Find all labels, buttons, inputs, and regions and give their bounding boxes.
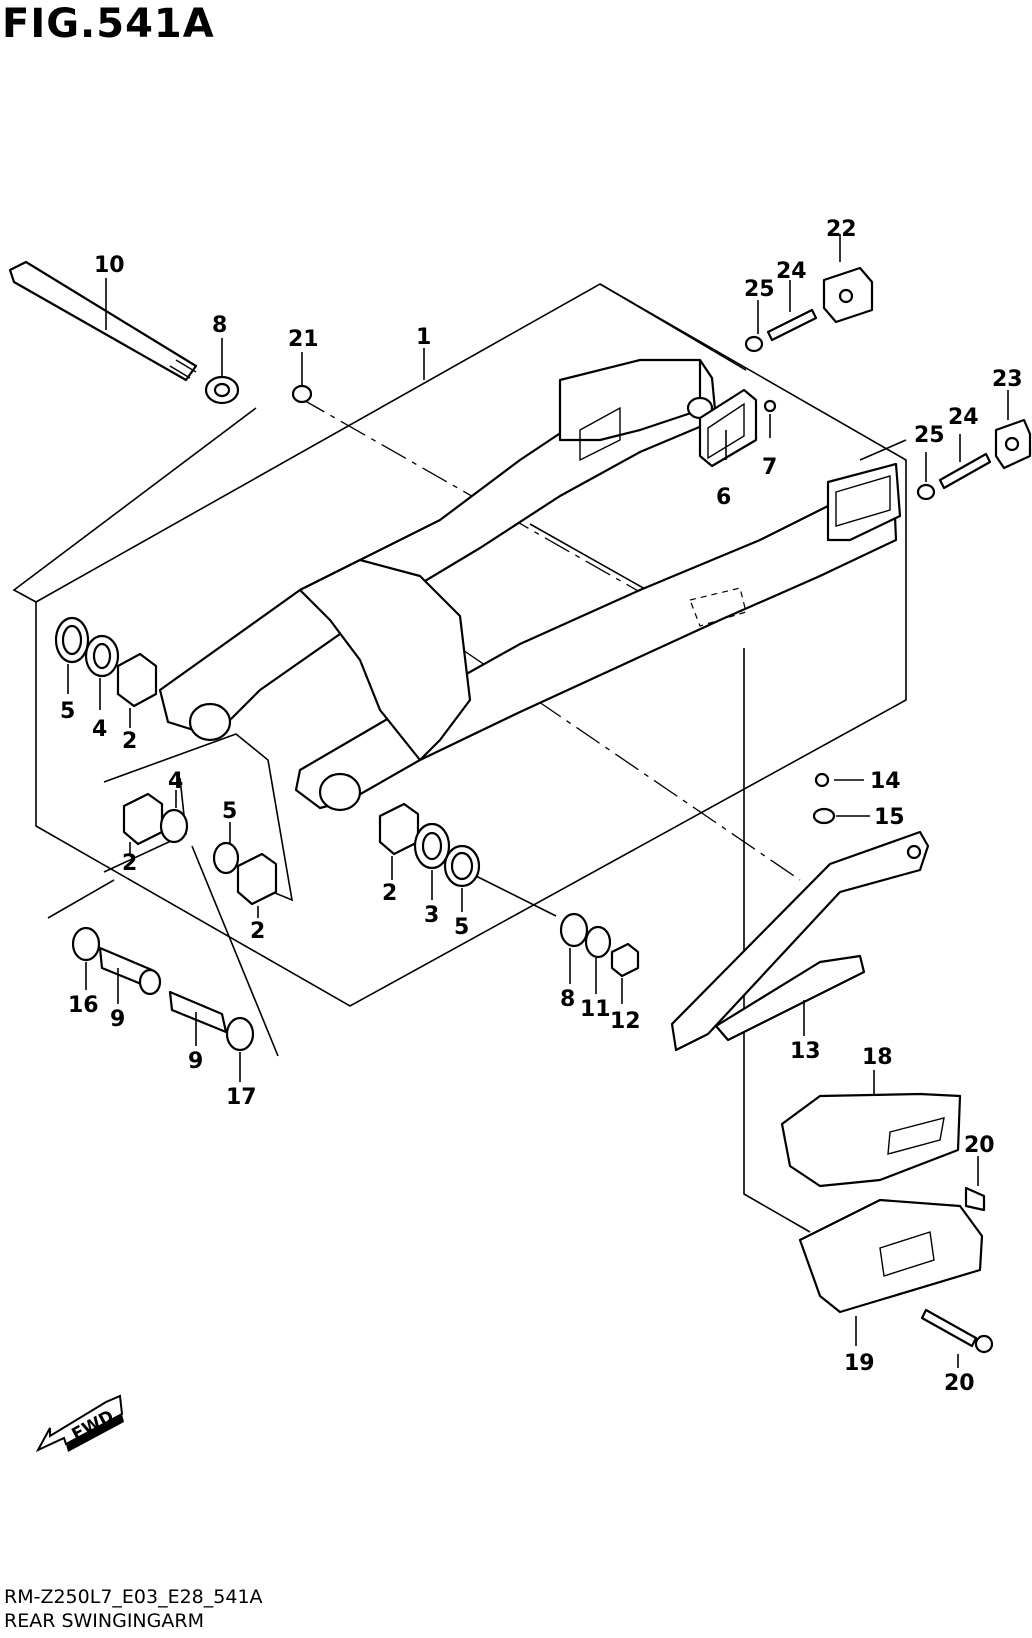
callout-1: 1: [416, 325, 431, 350]
left-bearing-cluster: [54, 616, 278, 906]
callout-8-bottom: 8: [560, 987, 575, 1012]
callout-5-right: 5: [454, 915, 469, 940]
callout-9-b: 9: [188, 1049, 203, 1074]
callout-25-right: 25: [914, 423, 945, 448]
callout-2-b: 2: [122, 851, 137, 876]
callout-18: 19: [844, 1351, 875, 1376]
part-7-screw: [763, 399, 777, 413]
callout-11: 11: [580, 997, 611, 1022]
callout-12: 12: [610, 1009, 641, 1034]
callout-9-a: 9: [110, 1007, 125, 1032]
callout-2-a: 2: [122, 729, 137, 754]
assembly-frame: [12, 283, 907, 1233]
part-25-nut-b: [916, 483, 936, 501]
part-10-pivot-shaft: [8, 260, 198, 382]
callout-8-top: 8: [212, 313, 227, 338]
callout-4-a: 4: [168, 769, 183, 794]
part-6-chain-slider: [698, 388, 758, 468]
part-21-nut: [291, 384, 313, 404]
callout-6: 6: [716, 485, 731, 510]
callout-16-left: 16: [68, 993, 99, 1018]
callout-13: 13: [790, 1039, 821, 1064]
figure-code: RM-Z250L7_E03_E28_541A: [4, 1586, 263, 1608]
callout-15: 15: [874, 805, 905, 830]
callout-2-d: 2: [382, 881, 397, 906]
callout-19: 20: [944, 1371, 975, 1396]
figure-name: REAR SWINGINGARM: [4, 1610, 204, 1632]
callout-5-left: 5: [60, 699, 75, 724]
part-19-bolt: [920, 1308, 994, 1354]
callout-4-b: 5: [222, 799, 237, 824]
leader-lines: [67, 234, 1009, 1368]
right-bearing-cluster: [378, 802, 481, 888]
callout-7: 7: [762, 455, 777, 480]
part-22-adjuster-block: [822, 266, 874, 324]
callout-25-top: 25: [744, 277, 775, 302]
swingarm-body: [158, 358, 902, 812]
callout-24-top: 24: [776, 259, 807, 284]
callout-2-c: 2: [250, 919, 265, 944]
callout-22: 22: [826, 217, 857, 242]
part-14-screw: [814, 772, 830, 788]
part-25-nut-a: [744, 335, 764, 353]
callout-24-right: 24: [948, 405, 979, 430]
callout-23: 23: [992, 367, 1023, 392]
part-17-guide-bracket: [780, 1092, 962, 1188]
figure-title: FIG.541A: [2, 1, 215, 47]
callout-17: 18: [862, 1045, 893, 1070]
part-13-chain-guide: [670, 830, 930, 1052]
collars: [71, 926, 255, 1052]
callout-14: 14: [870, 769, 901, 794]
part-15-washer: [812, 807, 836, 825]
part-20-bolt: [964, 1186, 986, 1212]
part-24-adjuster-bolt-a: [766, 308, 818, 342]
part-23-adjuster-block: [994, 418, 1032, 470]
callout-16-right: 17: [226, 1085, 257, 1110]
part-18-guide-bracket: [798, 1198, 984, 1314]
callout-3-right: 3: [424, 903, 439, 928]
part-8-washer-top-hole: [213, 382, 231, 398]
part-24-adjuster-bolt-b: [938, 452, 992, 490]
callout-21: 21: [288, 327, 319, 352]
callout-labels: 10 8 21 1 6 7 22 24 25 23 24 25 5 4 2 4 …: [60, 217, 1023, 1396]
forward-direction-arrow: FWD: [36, 1394, 124, 1453]
lower-nut-cluster: [559, 912, 640, 978]
callout-20: 20: [964, 1133, 995, 1158]
callout-10: 10: [94, 253, 125, 278]
callout-3-left: 4: [92, 717, 107, 742]
